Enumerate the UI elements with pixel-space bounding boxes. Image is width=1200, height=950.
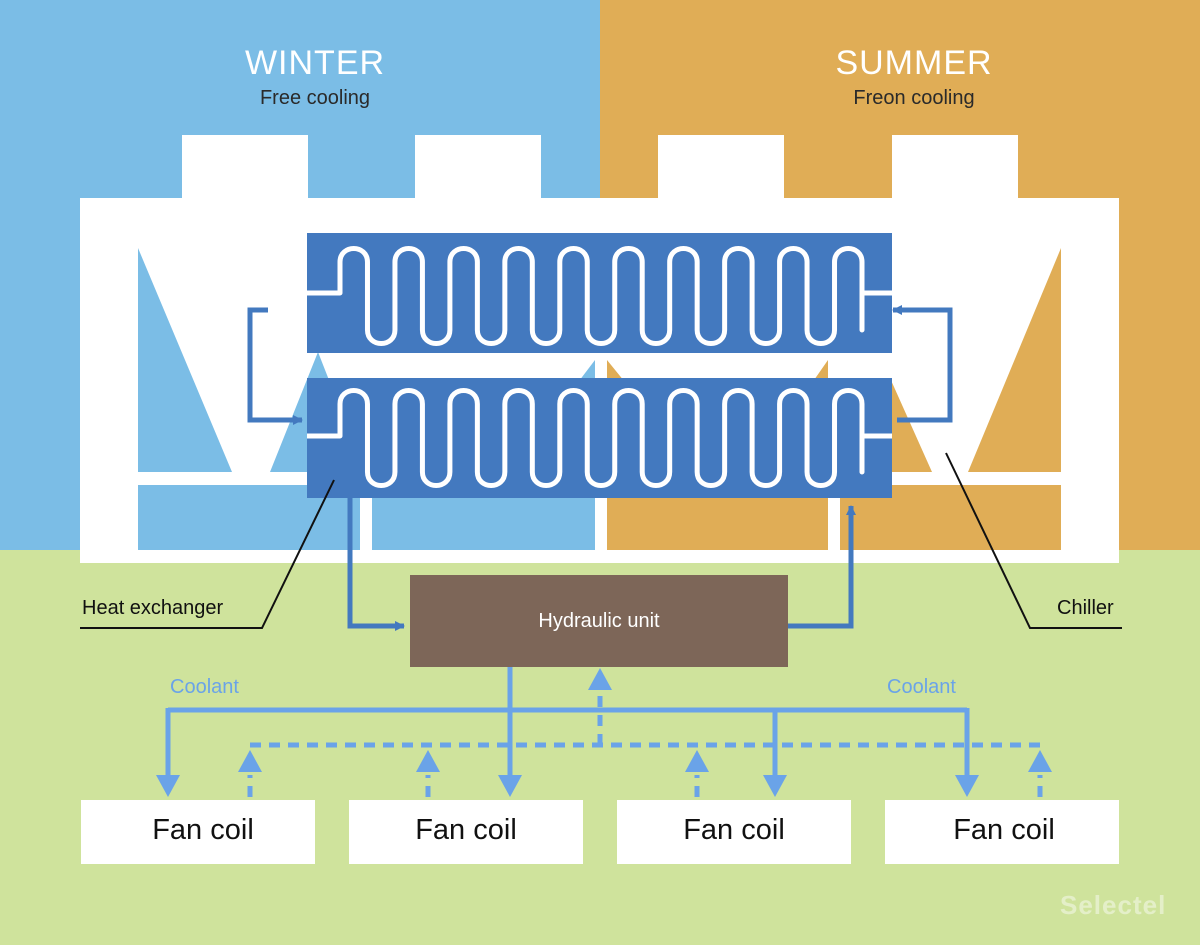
- fan-housing: [415, 135, 541, 200]
- exchanger-tube: [307, 246, 892, 346]
- loop-line-left: [247, 307, 303, 425]
- hydraulic-unit-label: Hydraulic unit: [538, 610, 660, 632]
- summer-title: SUMMER: [835, 44, 993, 82]
- coolant-return-arrow: [588, 668, 612, 690]
- fan-housing: [182, 135, 308, 200]
- coolant-label-left: Coolant: [170, 676, 239, 698]
- coolant-return-arrow: [416, 750, 440, 772]
- chiller-label: Chiller: [1057, 597, 1114, 619]
- winter-subtitle: Free cooling: [259, 87, 371, 109]
- coil-panel: [968, 248, 1061, 472]
- tube-path: [307, 388, 892, 488]
- heat-exchanger-label: Heat exchanger: [82, 597, 224, 619]
- hydraulic-unit: [410, 575, 788, 667]
- fan-housing: [892, 135, 1018, 200]
- coolant-supply-arrow: [156, 775, 180, 797]
- loop-line-right: [892, 305, 953, 423]
- coolant-supply-arrow: [763, 775, 787, 797]
- coolant-network: [156, 667, 1052, 797]
- exchanger-tube: [307, 388, 892, 488]
- coolant-return-arrow: [685, 750, 709, 772]
- brand-logo: Selectel: [1060, 890, 1167, 920]
- winter-title: WINTER: [244, 44, 386, 82]
- coolant-return-arrow: [1028, 750, 1052, 772]
- heat-exchanger-lower: [307, 378, 892, 498]
- fan-coil-label: Fan coil: [683, 814, 785, 846]
- fan-housing: [658, 135, 784, 200]
- chiller-leader: [945, 452, 1122, 629]
- coil-panel: [138, 248, 232, 472]
- fan-coil-label: Fan coil: [415, 814, 517, 846]
- coolant-supply-arrow: [955, 775, 979, 797]
- fan-coil-label: Fan coil: [152, 814, 254, 846]
- coolant-supply-arrow: [498, 775, 522, 797]
- coolant-label-right: Coolant: [887, 676, 956, 698]
- fan-coil-label: Fan coil: [953, 814, 1055, 846]
- supply-line: [347, 498, 405, 631]
- return-line: [788, 505, 856, 629]
- heat-exchanger-leader: [80, 479, 335, 629]
- summer-subtitle: Freon cooling: [853, 87, 975, 109]
- chiller-unit: [80, 135, 1119, 563]
- fan-coil-unit: [885, 800, 1119, 864]
- heat-exchanger-upper: [307, 233, 892, 353]
- fan-coil-unit: [349, 800, 583, 864]
- fan-coil-unit: [81, 800, 315, 864]
- fan-coil-unit: [617, 800, 851, 864]
- coolant-return-arrow: [238, 750, 262, 772]
- tube-path: [307, 246, 892, 346]
